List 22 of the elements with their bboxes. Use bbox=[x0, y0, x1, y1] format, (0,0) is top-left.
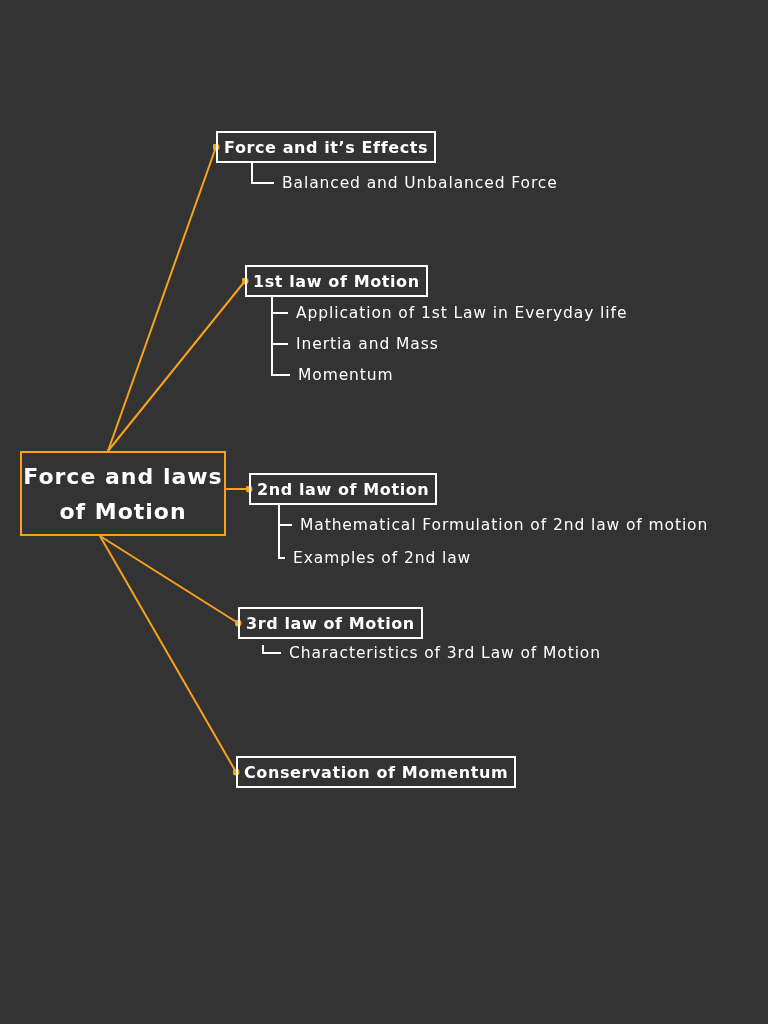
subtopic-item: Mathematical Formulation of 2nd law of motion bbox=[292, 514, 709, 536]
tree-line bbox=[262, 644, 282, 654]
connector-line bbox=[107, 143, 220, 452]
subtopic-box: 2nd law of Motion bbox=[249, 473, 438, 505]
connector-line bbox=[225, 485, 253, 493]
subtopic-item: Characteristics of 3rd Law of Motion bbox=[281, 642, 601, 664]
subtopic-box: Conservation of Momentum bbox=[236, 756, 517, 788]
subtopic-box: Force and it’s Effects bbox=[216, 131, 437, 163]
subtopic-item: Momentum bbox=[290, 364, 394, 386]
topic-box: Force and laws of Motion bbox=[20, 451, 226, 536]
connector-line bbox=[107, 277, 249, 452]
subtopic-item: Examples of 2nd law bbox=[285, 547, 472, 569]
subtopic-box: 1st law of Motion bbox=[245, 265, 428, 297]
tree-line bbox=[271, 296, 291, 376]
tree-line bbox=[278, 504, 286, 559]
tree-line bbox=[251, 162, 275, 184]
subtopic-item: Balanced and Unbalanced Force bbox=[274, 172, 558, 194]
connector-line bbox=[99, 535, 242, 627]
connector-line bbox=[99, 535, 240, 776]
subtopic-item: Application of 1st Law in Everyday life bbox=[288, 302, 628, 324]
subtopic-item: Inertia and Mass bbox=[288, 333, 439, 355]
subtopic-box: 3rd law of Motion bbox=[238, 607, 423, 639]
